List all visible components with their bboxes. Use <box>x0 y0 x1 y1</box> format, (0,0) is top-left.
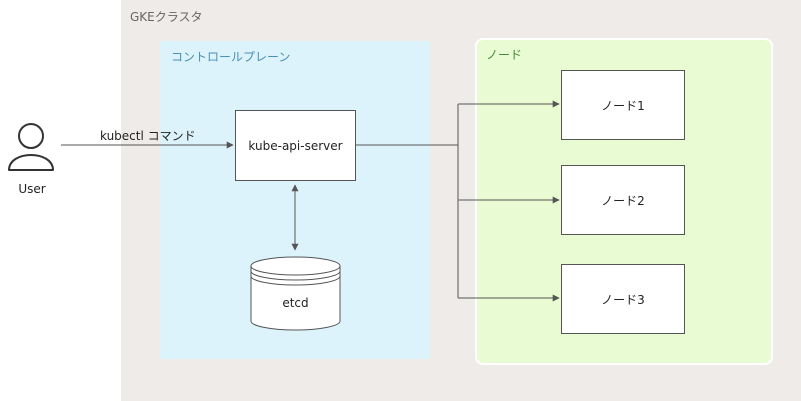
control-plane-label: コントロールプレーン <box>171 50 291 64</box>
node-label-3: ノード3 <box>601 292 645 307</box>
kubectl-command-label: kubectl コマンド <box>100 129 196 143</box>
node-box-2: ノード2 <box>561 165 685 235</box>
gke-cluster-label: GKEクラスタ <box>130 10 203 24</box>
user-icon <box>8 123 54 171</box>
node-group-label: ノード <box>486 48 523 62</box>
kube-api-server-label: kube-api-server <box>248 138 343 153</box>
api-to-nodes-trunk <box>356 104 459 298</box>
etcd-label: etcd <box>282 296 309 310</box>
node-label-1: ノード1 <box>601 98 645 113</box>
kube-api-server-box: kube-api-server <box>235 110 356 181</box>
node-box-3: ノード3 <box>561 264 685 334</box>
etcd-database-icon <box>250 256 341 331</box>
user-label: User <box>18 182 46 196</box>
node-label-2: ノード2 <box>601 193 645 208</box>
node-box-1: ノード1 <box>561 70 685 140</box>
